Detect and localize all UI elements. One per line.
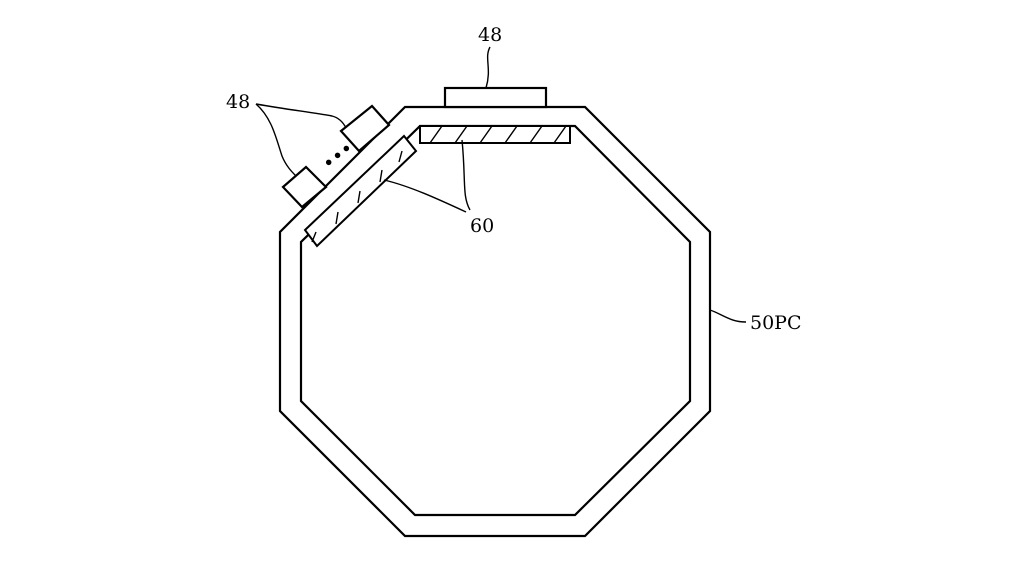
- diagonal-module-upper: [339, 104, 391, 153]
- leader-diagonal-heater: [383, 179, 467, 213]
- leader-top-heater: [461, 139, 471, 211]
- leader-top-module: [485, 46, 491, 89]
- leader-upper-module: [255, 103, 347, 129]
- octagonal-chamber: [278, 105, 712, 538]
- diagonal-heater-hatching: [311, 150, 403, 243]
- label-chamber: 50PC: [750, 312, 802, 334]
- label-diagonal-modules: 48: [226, 91, 250, 113]
- label-top-module: 48: [478, 24, 502, 46]
- chamber-inner-wall: [299, 124, 692, 517]
- leader-chamber: [709, 309, 747, 323]
- leader-lower-module: [255, 103, 297, 177]
- top-heater-hatching: [429, 125, 567, 144]
- top-module-48: [443, 86, 548, 109]
- chamber-outer-wall: [278, 105, 712, 538]
- top-heater-60: [419, 125, 571, 144]
- leader-lines: [255, 46, 747, 323]
- diagonal-heater-60: [303, 134, 418, 248]
- diagonal-module-lower: [281, 165, 328, 209]
- label-heaters: 60: [470, 215, 494, 237]
